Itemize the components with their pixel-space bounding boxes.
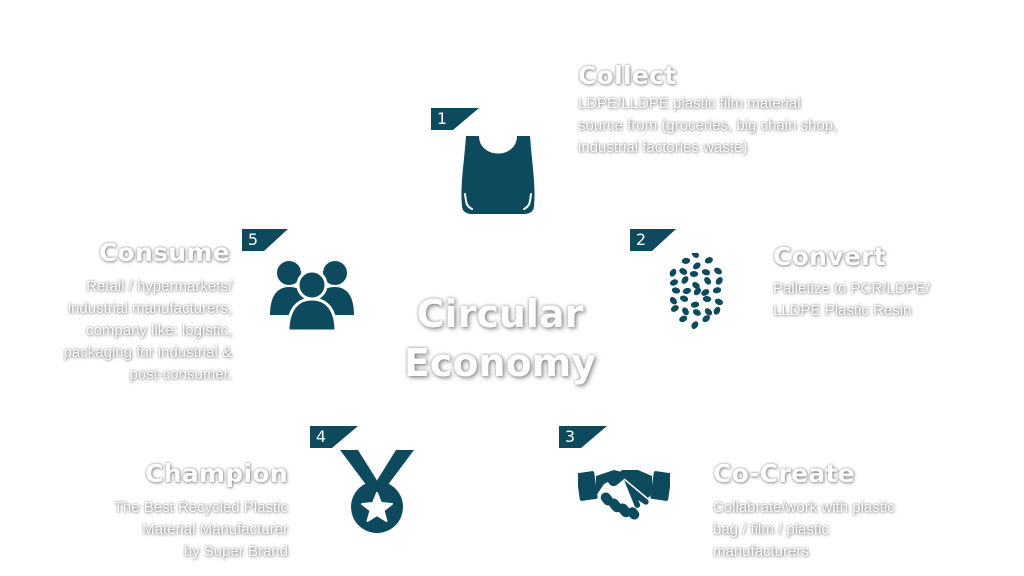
pellet-shape xyxy=(679,268,688,275)
step-4-badge: 4 xyxy=(310,426,370,448)
step-5-line: packaging for industrial & xyxy=(63,344,232,361)
pellet-shape xyxy=(714,267,722,275)
step-1-line: source from (groceries, big chain shop, xyxy=(578,117,838,134)
pellet-shape xyxy=(681,257,691,264)
step-1-title: Collect xyxy=(578,61,677,90)
pellet-shape xyxy=(689,271,699,277)
center-title-line1: Circular xyxy=(416,292,584,336)
step-5-description: Retail / hypermarkets/ industrial manufa… xyxy=(4,276,232,386)
pellet-shape xyxy=(671,287,681,294)
pellet-shape xyxy=(712,287,722,294)
center-title-line2: Economy xyxy=(403,341,597,385)
pellet-shape xyxy=(669,279,679,286)
pellet-shape xyxy=(669,296,677,305)
pellet-shape xyxy=(701,269,711,276)
pellet-shape xyxy=(692,282,700,289)
handshake-icon xyxy=(576,462,672,529)
step-3-badge: 3 xyxy=(559,426,619,448)
step-5-title: Consume xyxy=(98,238,230,267)
step-2-line: LLDPE Plastic Resin xyxy=(773,302,912,319)
pellet-shape xyxy=(713,306,721,315)
pellets-icon xyxy=(666,250,728,342)
step-4-line: The Best Recycled Plastic xyxy=(113,499,288,516)
pellet-shape xyxy=(693,287,702,296)
pellet-shape xyxy=(670,305,679,312)
pellet-shape xyxy=(704,257,713,264)
pellet-shape xyxy=(681,276,689,284)
step-3-number: 3 xyxy=(564,427,576,446)
step-1-description: LDPE/LLDPE plastic film material source … xyxy=(578,93,837,159)
pellet-shape xyxy=(680,295,689,302)
step-1-number: 1 xyxy=(436,109,448,128)
step-4-number: 4 xyxy=(315,427,327,446)
step-4-title: Champion xyxy=(145,459,288,488)
pellet-shape xyxy=(691,321,699,329)
step-3-line: Collabrate/work with plastic xyxy=(713,499,895,516)
step-1-line: LDPE/LLDPE plastic film material xyxy=(578,95,801,112)
pellet-shape xyxy=(679,315,688,323)
pellet-shape xyxy=(704,276,712,285)
pellet-shape xyxy=(702,295,712,303)
medal-icon xyxy=(340,448,414,541)
step-2-description: Palletize to PCR/LDPE/ LLDPE Plastic Res… xyxy=(773,278,930,322)
step-4-description: The Best Recycled Plastic Material Manuf… xyxy=(20,497,288,563)
step-3-line: manufacturers xyxy=(713,543,809,560)
bag-icon xyxy=(458,134,538,219)
step-2-badge: 2 xyxy=(630,229,690,251)
pellet-shape xyxy=(690,301,700,308)
step-4-line: by Super Brand xyxy=(183,543,288,560)
pellet-shape xyxy=(715,277,723,285)
step-5-badge: 5 xyxy=(242,229,302,251)
step-3-title: Co-Create xyxy=(713,459,856,488)
step-2-line: Palletize to PCR/LDPE/ xyxy=(773,280,930,297)
pellet-shape xyxy=(692,309,701,316)
people-icon xyxy=(270,259,354,336)
step-4-line: Material Manufacturer xyxy=(142,521,288,538)
step-3-line: bag / film / plastic xyxy=(713,521,829,538)
pellet-shape xyxy=(692,262,701,270)
pellet-shape xyxy=(714,298,723,306)
pellet-shape xyxy=(682,307,689,316)
pellet-shape xyxy=(704,308,713,316)
step-2-number: 2 xyxy=(635,230,647,249)
pellet-shape xyxy=(669,268,677,277)
step-1-badge: 1 xyxy=(431,108,491,130)
step-5-line: Retail / hypermarkets/ xyxy=(86,278,232,295)
pellet-shape xyxy=(682,287,692,295)
center-title: Circular Economy xyxy=(380,290,620,388)
step-3-description: Collabrate/work with plastic bag / film … xyxy=(713,497,895,563)
step-5-line: industrial manufacturers, xyxy=(67,300,232,317)
pellet-shape xyxy=(691,250,699,258)
step-2-title: Convert xyxy=(773,242,886,271)
step-5-number: 5 xyxy=(247,230,259,249)
pellet-shape xyxy=(702,315,710,323)
pellet-shape xyxy=(701,289,710,296)
step-5-line: post-consumer. xyxy=(129,366,232,383)
step-1-line: industrial factories waste) xyxy=(578,139,748,156)
step-5-line: company like: logistic, xyxy=(86,322,232,339)
